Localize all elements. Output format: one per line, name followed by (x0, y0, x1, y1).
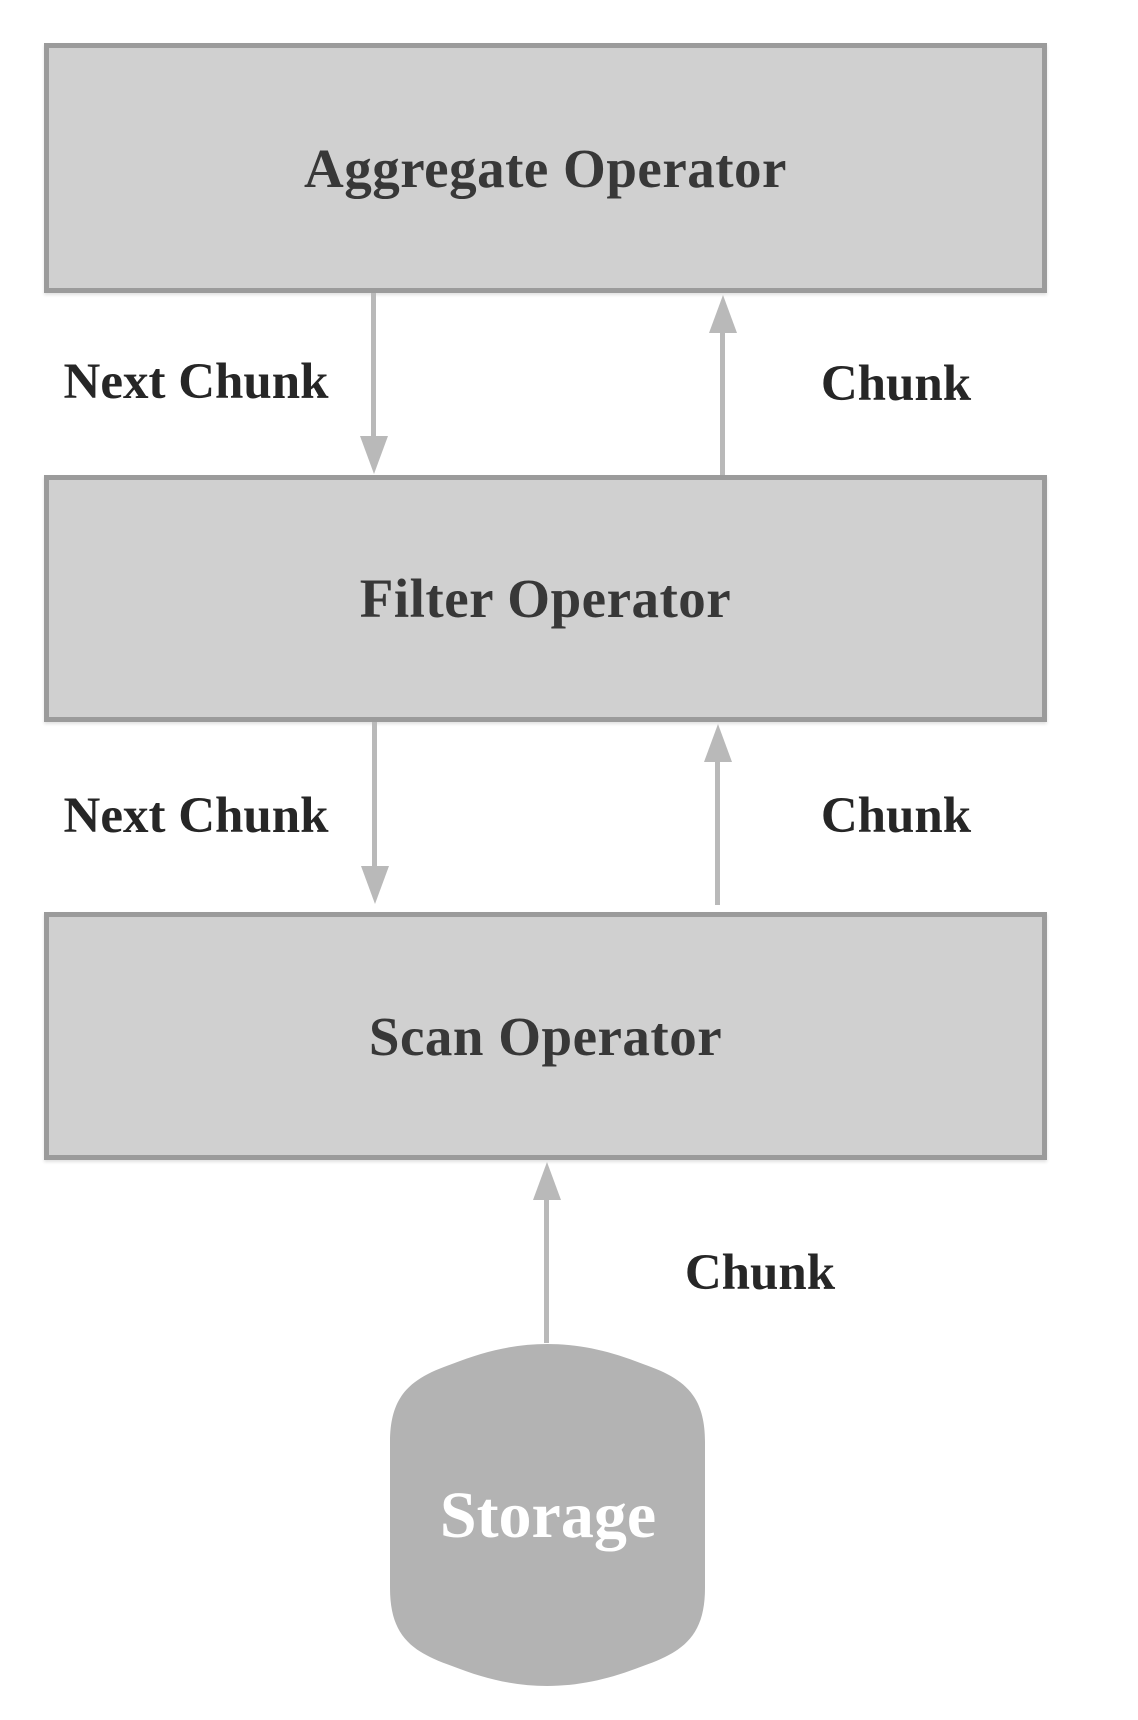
scan-operator-node: Scan Operator (44, 912, 1047, 1160)
edge-label-next-chunk-2: Next Chunk (63, 788, 329, 844)
filter-operator-node: Filter Operator (44, 475, 1047, 722)
arrow-head-up-icon (704, 724, 732, 762)
arrow-head-up-icon (533, 1162, 561, 1200)
arrow-head-up-icon (709, 295, 737, 333)
arrow-head-down-icon (360, 436, 388, 474)
storage-label: Storage (439, 1479, 657, 1552)
edge-label-chunk-1: Chunk (820, 356, 972, 412)
storage-cylinder-icon (390, 1344, 705, 1686)
arrow-line (372, 722, 377, 866)
arrow-head-down-icon (361, 866, 389, 904)
aggregate-operator-node: Aggregate Operator (44, 43, 1047, 293)
edge-label-chunk-3: Chunk (684, 1245, 836, 1301)
filter-operator-label: Filter Operator (359, 568, 732, 629)
arrow-line (720, 333, 725, 475)
arrow-line (371, 293, 376, 436)
arrow-line (715, 762, 720, 905)
scan-operator-label: Scan Operator (368, 1005, 723, 1067)
storage-node (390, 1344, 705, 1686)
aggregate-operator-label: Aggregate Operator (304, 137, 787, 199)
edge-label-next-chunk-1: Next Chunk (63, 354, 329, 410)
edge-label-chunk-2: Chunk (820, 788, 972, 844)
arrow-line (544, 1200, 549, 1343)
